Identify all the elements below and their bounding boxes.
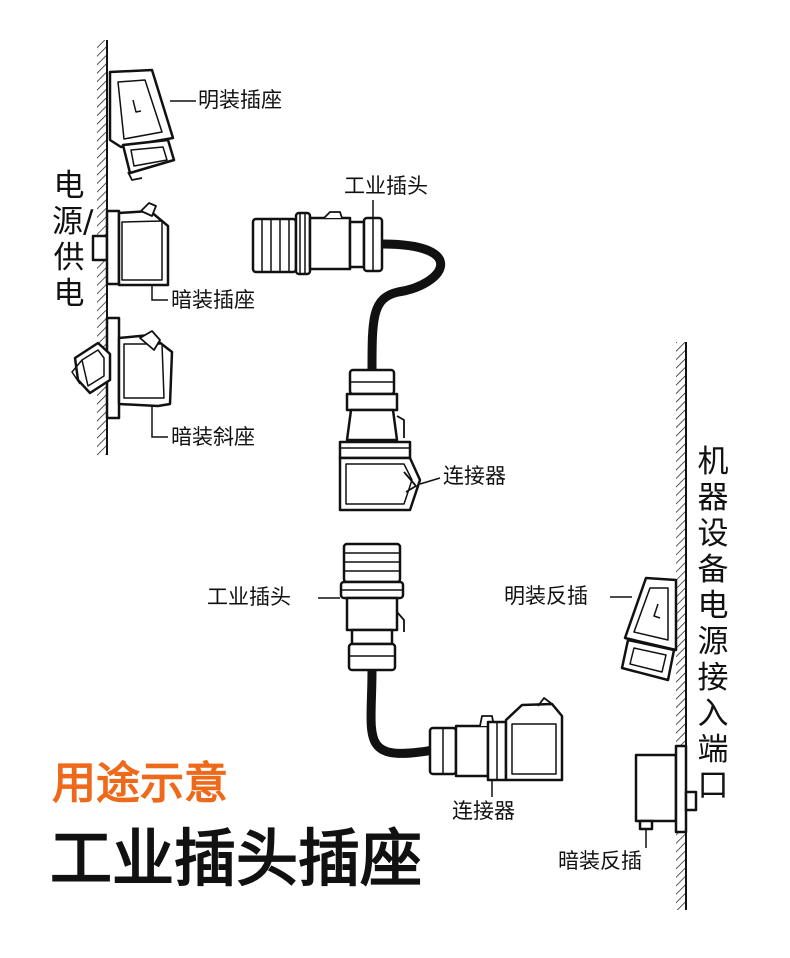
surface-socket-icon	[108, 68, 176, 181]
label-surface-inlet: 明装反插	[504, 584, 588, 608]
leader-connector-top	[419, 477, 441, 485]
label-flush-socket: 暗装插座	[171, 288, 255, 312]
right-wall-label: 机器设备电源接入端口	[697, 444, 729, 804]
label-surface-socket: 明装插座	[198, 88, 282, 112]
leader-flush-angled-socket	[151, 406, 168, 438]
upper-cable	[367, 239, 446, 373]
leader-flush-socket	[151, 285, 168, 301]
page-title: 工业插头插座	[50, 822, 423, 895]
flush-angled-socket-icon	[71, 316, 174, 420]
label-connector-top: 连接器	[443, 464, 506, 488]
label-connector-bottom: 连接器	[452, 799, 515, 823]
label-flush-angled-socket: 暗装斜座	[171, 425, 255, 449]
flush-inlet-icon	[634, 744, 698, 834]
connector-top-icon	[338, 368, 422, 512]
surface-inlet-icon	[620, 576, 678, 682]
subtitle: 用途示意	[52, 758, 228, 809]
industrial-plug-top-icon	[251, 211, 384, 276]
label-industrial-plug-top: 工业插头	[344, 174, 428, 198]
left-wall-label: 电源/供电	[52, 168, 94, 312]
label-flush-inlet: 暗装反插	[558, 849, 642, 873]
flush-socket-icon	[91, 202, 170, 287]
industrial-plug-bottom-icon	[339, 542, 405, 672]
connector-bottom-icon	[428, 697, 564, 782]
label-industrial-plug-bottom: 工业插头	[207, 585, 291, 609]
